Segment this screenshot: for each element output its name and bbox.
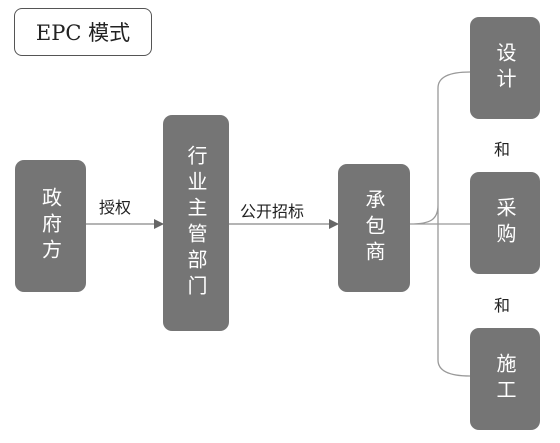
edge-label-public-tender: 公开招标 [240,202,305,221]
node-government: 政府方 [15,160,86,292]
edge-label-authorize: 授权 [99,198,132,217]
node-construction-label: 施工 [493,353,517,405]
node-design-label: 设计 [493,42,517,94]
connector-and-1: 和 [494,140,511,159]
node-construction: 施工 [470,328,540,430]
brace-to-tasks [409,71,471,377]
diagram-title: EPC 模式 [14,8,152,56]
node-design: 设计 [470,17,540,119]
node-contractor: 承包商 [338,164,410,292]
node-industry-authority-label: 行业主管部门 [184,145,208,301]
node-procurement: 采购 [470,172,540,274]
connector-and-2: 和 [494,296,511,315]
node-contractor-label: 承包商 [362,189,386,267]
node-industry-authority: 行业主管部门 [163,115,229,331]
node-government-label: 政府方 [38,187,63,265]
node-procurement-label: 采购 [493,197,517,249]
